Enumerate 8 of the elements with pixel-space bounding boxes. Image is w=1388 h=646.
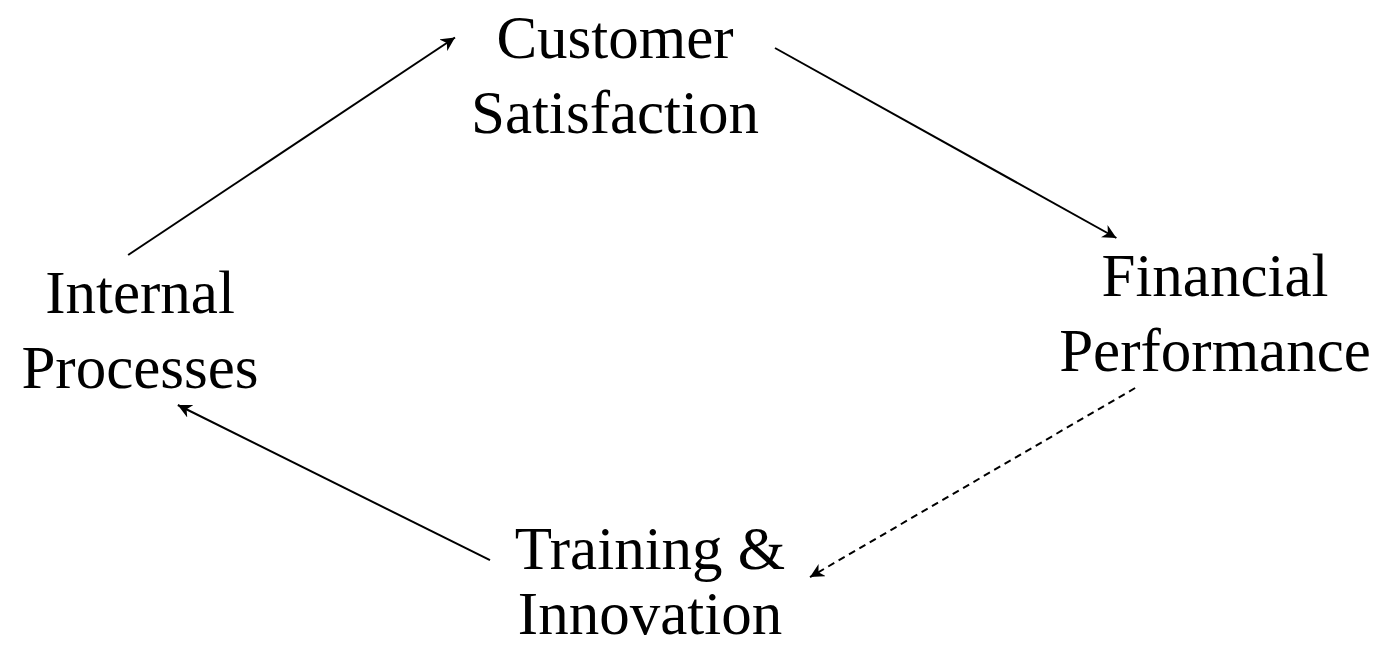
arrow [809,387,1137,579]
node-label: Internal Processes [20,258,260,403]
arrow [127,36,456,256]
arrow [176,404,491,562]
arrow [774,47,1118,239]
node-label: Training & Innovation [513,516,787,646]
node-label: Customer Satisfaction [470,3,760,148]
node-label: Financial Performance [1058,241,1372,386]
